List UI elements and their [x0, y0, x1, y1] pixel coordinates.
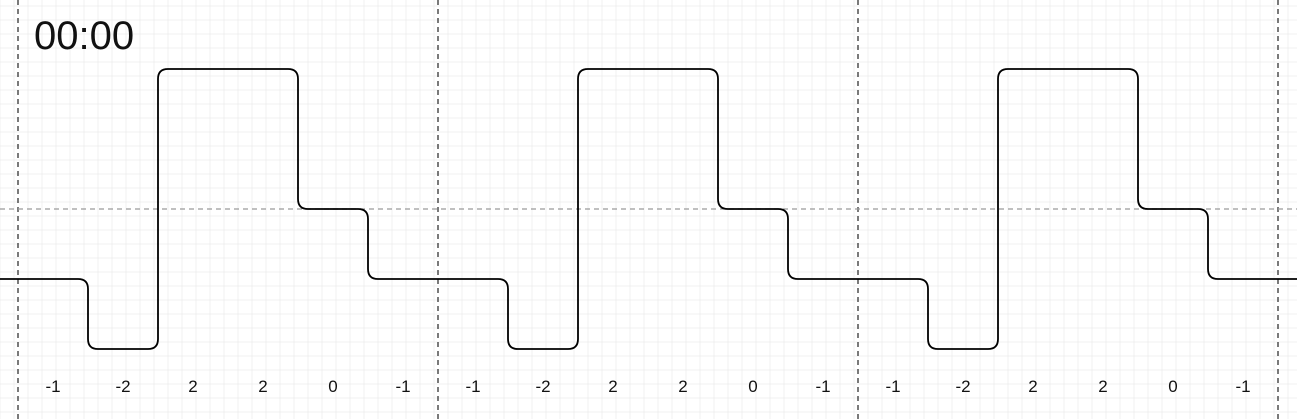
symbol-label: -2	[955, 377, 970, 396]
symbol-label: -1	[45, 377, 60, 396]
symbol-label: -1	[885, 377, 900, 396]
symbol-label: 0	[1168, 377, 1177, 396]
symbol-label: 0	[328, 377, 337, 396]
symbol-label: 2	[1098, 377, 1107, 396]
symbol-label: 2	[188, 377, 197, 396]
symbol-label: 2	[1028, 377, 1037, 396]
symbol-label: -1	[395, 377, 410, 396]
symbol-label: -2	[535, 377, 550, 396]
symbol-label: -1	[465, 377, 480, 396]
symbol-labels: -1 -2 2 2 0 -1 -1 -2 2 2 0 -1 -1 -2 2 2 0 -1	[45, 377, 1250, 396]
timer-readout: 00:00	[34, 14, 135, 58]
signal-waveform	[0, 68, 1297, 350]
symbol-label: -2	[115, 377, 130, 396]
symbol-label: -1	[815, 377, 830, 396]
symbol-label: 0	[748, 377, 757, 396]
symbol-label: 2	[678, 377, 687, 396]
symbol-label: 2	[608, 377, 617, 396]
symbol-label: -1	[1235, 377, 1250, 396]
symbol-label: 2	[258, 377, 267, 396]
